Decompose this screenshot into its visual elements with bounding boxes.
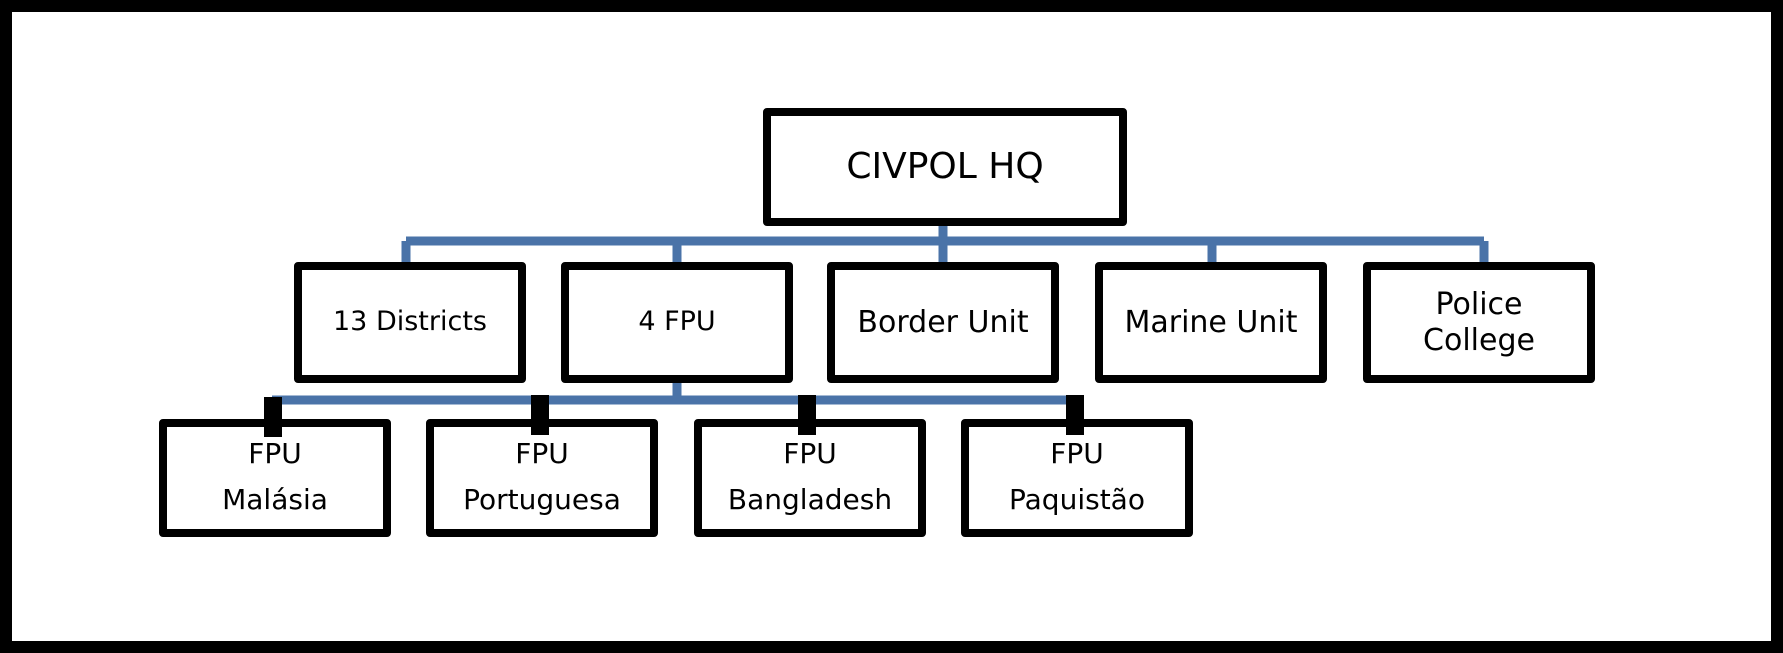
node-border-unit-label: Border Unit (857, 304, 1029, 340)
node-fpu-malasia-line2: Malásia (222, 483, 328, 517)
node-fpu-portuguesa-line1: FPU (515, 437, 569, 470)
node-fpu-bangladesh: FPU Bangladesh (694, 419, 926, 537)
node-marine-unit-label: Marine Unit (1124, 304, 1298, 340)
connector-tab-malasia (264, 397, 282, 437)
node-13-districts: 13 Districts (294, 262, 526, 383)
connector-tab-bangladesh (798, 395, 816, 435)
node-fpu-malasia-line1: FPU (248, 437, 302, 470)
node-4-fpu-label: 4 FPU (638, 306, 716, 338)
node-fpu-paquistao-line2: Paquistão (1009, 483, 1145, 517)
node-fpu-bangladesh-line1: FPU (783, 437, 837, 470)
node-border-unit: Border Unit (827, 262, 1059, 383)
node-marine-unit: Marine Unit (1095, 262, 1327, 383)
node-fpu-bangladesh-line2: Bangladesh (727, 483, 893, 517)
node-fpu-portuguesa-line2: Portuguesa (463, 483, 621, 517)
connector-tab-paquistao (1066, 395, 1084, 435)
node-police-college-label-line1: Police (1435, 286, 1523, 322)
connector-tab-portuguesa (531, 395, 549, 435)
node-civpol-hq: CIVPOL HQ (763, 108, 1127, 226)
node-fpu-paquistao-line1: FPU (1050, 437, 1104, 470)
node-fpu-portuguesa: FPU Portuguesa (426, 419, 658, 537)
node-fpu-paquistao: FPU Paquistão (961, 419, 1193, 537)
node-civpol-hq-label: CIVPOL HQ (846, 146, 1044, 188)
node-4-fpu: 4 FPU (561, 262, 793, 383)
node-police-college: Police College (1363, 262, 1595, 383)
node-police-college-label-line2: College (1423, 322, 1535, 358)
node-13-districts-label: 13 Districts (333, 306, 487, 338)
